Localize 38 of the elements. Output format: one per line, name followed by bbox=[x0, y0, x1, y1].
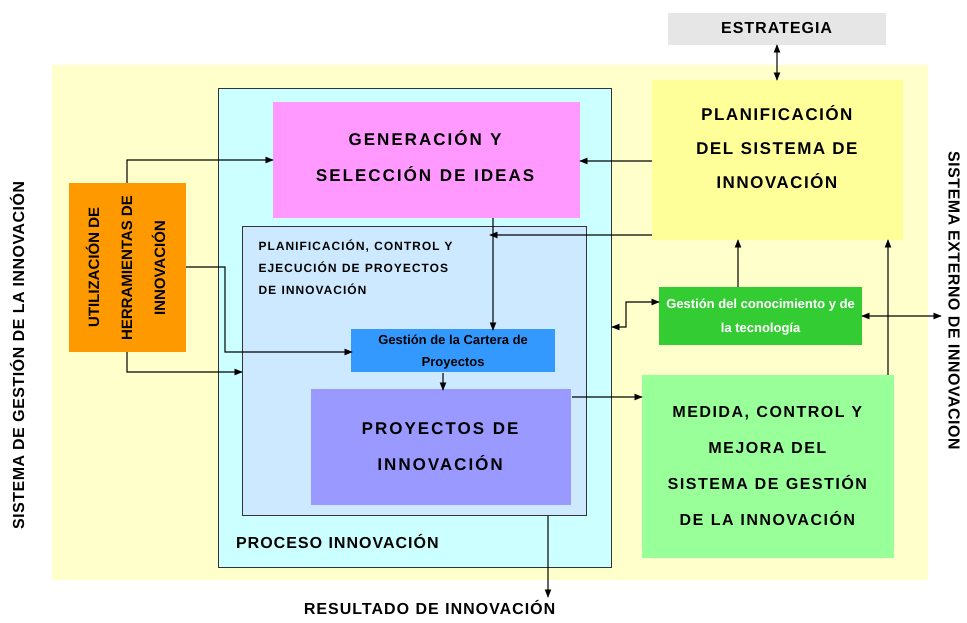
box-text: Gestión del conocimiento y de la tecnología bbox=[665, 295, 856, 337]
box-text: MEDIDA, CONTROL Y MEJORA DEL SISTEMA DE GESTIÓN DE LA INNOVACIÓN bbox=[666, 402, 870, 530]
box-text: PLANIFICACIÓN, CONTROL Y EJECUCIÓN DE PROYECTOS DE INNOVACIÓN bbox=[258, 238, 454, 298]
arrow bbox=[126, 156, 274, 183]
arrow bbox=[490, 218, 496, 331]
box-text: PLANIFICACIÓN DEL SISTEMA DE INNOVACIÓN bbox=[695, 104, 860, 194]
arrow bbox=[861, 312, 942, 320]
arrow bbox=[884, 239, 892, 375]
arrow bbox=[611, 298, 660, 330]
arrow bbox=[774, 44, 780, 81]
box-text: GENERACIÓN Y SELECCIÓN DE IDEAS bbox=[314, 128, 538, 186]
box-text: PROCESO INNOVACIÓN bbox=[236, 534, 440, 553]
box-text: ESTRATEGIA bbox=[721, 19, 833, 39]
external-system-text: SISTEMA EXTERNO DE INNOVACION bbox=[944, 150, 963, 450]
process-panel bbox=[242, 226, 586, 516]
arrow bbox=[579, 158, 652, 164]
process-box bbox=[652, 80, 903, 240]
process-box bbox=[642, 375, 894, 558]
system-label: SISTEMA DE GESTIÓN DE LA INNOVACIÓN bbox=[11, 180, 29, 532]
box-text: Gestión de la Cartera de Proyectos bbox=[377, 330, 529, 371]
arrow bbox=[544, 516, 552, 598]
process-box bbox=[272, 102, 580, 218]
arrow bbox=[440, 373, 446, 391]
process-panel bbox=[218, 88, 612, 568]
output-text: RESULTADO DE INNOVACIÓN bbox=[304, 600, 556, 620]
process-box bbox=[311, 389, 571, 505]
system-band bbox=[52, 65, 928, 580]
box-text: PROYECTOS DE INNOVACIÓN bbox=[361, 418, 521, 476]
strategy-box bbox=[668, 13, 886, 45]
arrow bbox=[126, 352, 243, 376]
arrow bbox=[572, 394, 643, 400]
arrow bbox=[734, 239, 742, 287]
process-box bbox=[69, 183, 186, 352]
arrow bbox=[489, 232, 652, 238]
process-box bbox=[659, 287, 862, 345]
box-text: UTILIZACIÓN DE HERRAMIENTAS DE INNOVACIÓN bbox=[84, 194, 170, 342]
arrow bbox=[186, 266, 353, 356]
process-box bbox=[351, 329, 555, 372]
